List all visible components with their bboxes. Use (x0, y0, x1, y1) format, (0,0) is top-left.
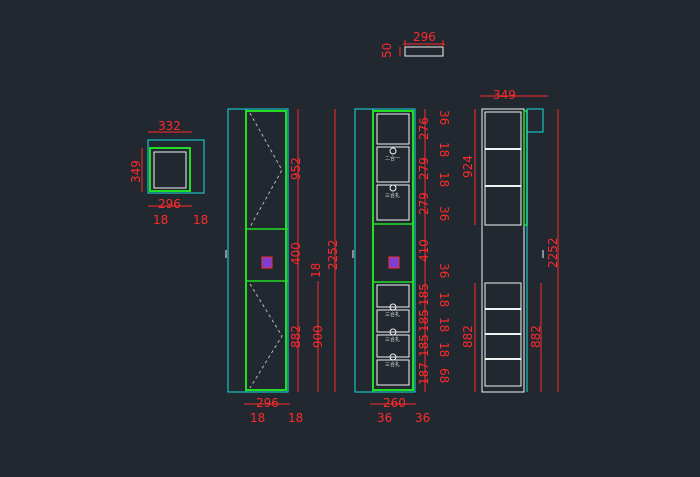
dim-text: 276 (417, 117, 431, 140)
dim-text: 36 (415, 411, 430, 425)
dim-text: 18 (193, 213, 208, 227)
small-cabinet-view: 332 349 296 18 18 (129, 119, 208, 227)
dim-text: 18 (437, 172, 451, 187)
drawer-knob-icon (389, 184, 397, 192)
dim-text: 2252 (546, 237, 560, 268)
cabinet-a-elevation: 952 400 882 900 18 2252 296 18 18 (225, 108, 340, 425)
cabinet-c-elevation: 349 924 882 882 2252 (461, 88, 560, 393)
dim-text: 18 (437, 292, 451, 307)
lock-icon (261, 256, 273, 269)
dim-text: 18 (437, 142, 451, 157)
dim-text: 36 (377, 411, 392, 425)
drawer-knob-icon (389, 353, 397, 361)
drawer-label: 三合扎 (385, 192, 400, 199)
dim-text: 18 (288, 411, 303, 425)
drawer-1 (376, 113, 410, 145)
cabinet-b-elevation: 二合一 三合扎 三合扎 三合扎 三合扎 36 276 18 279 18 279… (352, 108, 451, 425)
dim-text: 2252 (326, 239, 340, 270)
dim-text: 882 (289, 325, 303, 348)
drawer-knob-icon (389, 303, 397, 311)
top-section-view: 296 50 (380, 30, 445, 58)
dim-text: 952 (289, 157, 303, 180)
dim-text: 185 (417, 334, 431, 357)
dim-text: 185 (417, 283, 431, 306)
small-frame (149, 147, 191, 192)
dim-text: 279 (417, 157, 431, 180)
cabinet-c-outline (526, 108, 544, 133)
dim-text: 882 (529, 325, 543, 348)
dim-text: 50 (380, 43, 394, 58)
dim-text: 882 (461, 325, 475, 348)
drawer-label: 二合一 (385, 155, 400, 162)
drawer-4 (376, 284, 410, 308)
dim-text: 924 (461, 155, 475, 178)
small-inner (153, 151, 187, 189)
dim-text: 349 (493, 88, 516, 102)
dim-text: 18 (437, 342, 451, 357)
drawer-2 (376, 146, 410, 183)
dim-text: 36 (437, 110, 451, 125)
dim-text: 279 (417, 192, 431, 215)
cabinet-c-inner (484, 111, 522, 226)
dim-text: 296 (256, 396, 279, 410)
dim-text: 68 (437, 368, 451, 383)
drawer-label: 三合扎 (385, 361, 400, 368)
dim-text: 187 (417, 362, 431, 385)
cabinet-b-carcass (372, 110, 414, 391)
dim-text: 410 (417, 239, 431, 262)
dim-text: 400 (289, 242, 303, 265)
door-hatch-upper (249, 112, 283, 228)
cabinet-a-door-panel (245, 110, 287, 391)
dim-text: 36 (437, 263, 451, 278)
top-section-rect (404, 46, 444, 57)
dim-text: 185 (417, 309, 431, 332)
dim-text: 36 (437, 206, 451, 221)
cabinet-a-outline (227, 108, 289, 393)
dim-text: 296 (413, 30, 436, 44)
small-outline (147, 139, 205, 194)
dim-text: 900 (311, 325, 325, 348)
dim-text: 18 (250, 411, 265, 425)
drawer-knob-icon (389, 147, 397, 155)
dim-text: 260 (383, 396, 406, 410)
dim-text: 332 (158, 119, 181, 133)
drawer-3 (376, 184, 410, 221)
dim-text: 18 (437, 317, 451, 332)
dim-text: 349 (129, 160, 143, 183)
cabinet-c-carcass (481, 108, 525, 393)
door-hatch-lower (249, 283, 283, 389)
dim-text: 18 (153, 213, 168, 227)
cabinet-b-outline (354, 108, 416, 393)
lock-icon (388, 256, 400, 269)
dim-text: 296 (158, 197, 181, 211)
drawer-label: 三合扎 (385, 311, 400, 318)
drawer-knob-icon (389, 328, 397, 336)
drawer-label: 三合扎 (385, 336, 400, 343)
dim-text: 18 (309, 263, 323, 278)
